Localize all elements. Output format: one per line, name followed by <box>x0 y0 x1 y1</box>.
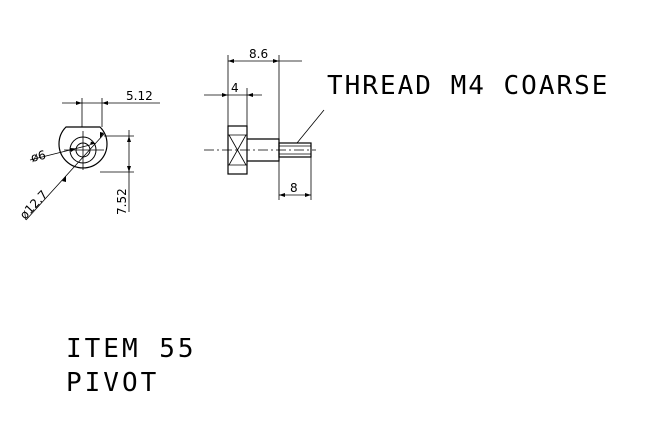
thread-leader <box>296 109 325 144</box>
side-view: 8.6 4 8 <box>204 47 325 200</box>
dim-outer-dia: ø12.7 <box>17 188 50 222</box>
arrowhead <box>127 166 131 172</box>
dim-hole-dia: ø6 <box>29 148 47 165</box>
dim-head-length: 4 <box>231 81 239 95</box>
thread-note: THREAD M4 COARSE <box>327 71 609 101</box>
arrowhead <box>228 59 234 63</box>
dim-top-width: 5.12 <box>126 89 153 103</box>
dim-overall-length: 8.6 <box>249 47 268 61</box>
arrowhead <box>76 101 82 105</box>
leader-hole-dia <box>29 144 91 161</box>
arrowhead <box>127 136 131 142</box>
arrowhead <box>62 176 66 182</box>
dim-thread-length: 8 <box>290 181 298 195</box>
item-number: ITEM 55 <box>66 334 197 364</box>
arrowhead <box>100 132 104 138</box>
arrowhead <box>222 93 228 97</box>
arrowhead <box>102 101 108 105</box>
hidden-line <box>228 134 247 166</box>
arrowhead <box>305 193 311 197</box>
arrowhead <box>279 193 285 197</box>
arrowhead <box>70 148 76 152</box>
outer-profile <box>58 126 108 169</box>
arrowhead <box>247 93 253 97</box>
front-view: 5.12 7.52 ø6 ø12.7 <box>17 89 160 222</box>
arrowhead <box>90 141 96 145</box>
leader-outer-dia <box>25 133 105 221</box>
dim-vertical-height: 7.52 <box>115 188 129 215</box>
arrowhead <box>273 59 279 63</box>
part-name: PIVOT <box>66 368 159 398</box>
